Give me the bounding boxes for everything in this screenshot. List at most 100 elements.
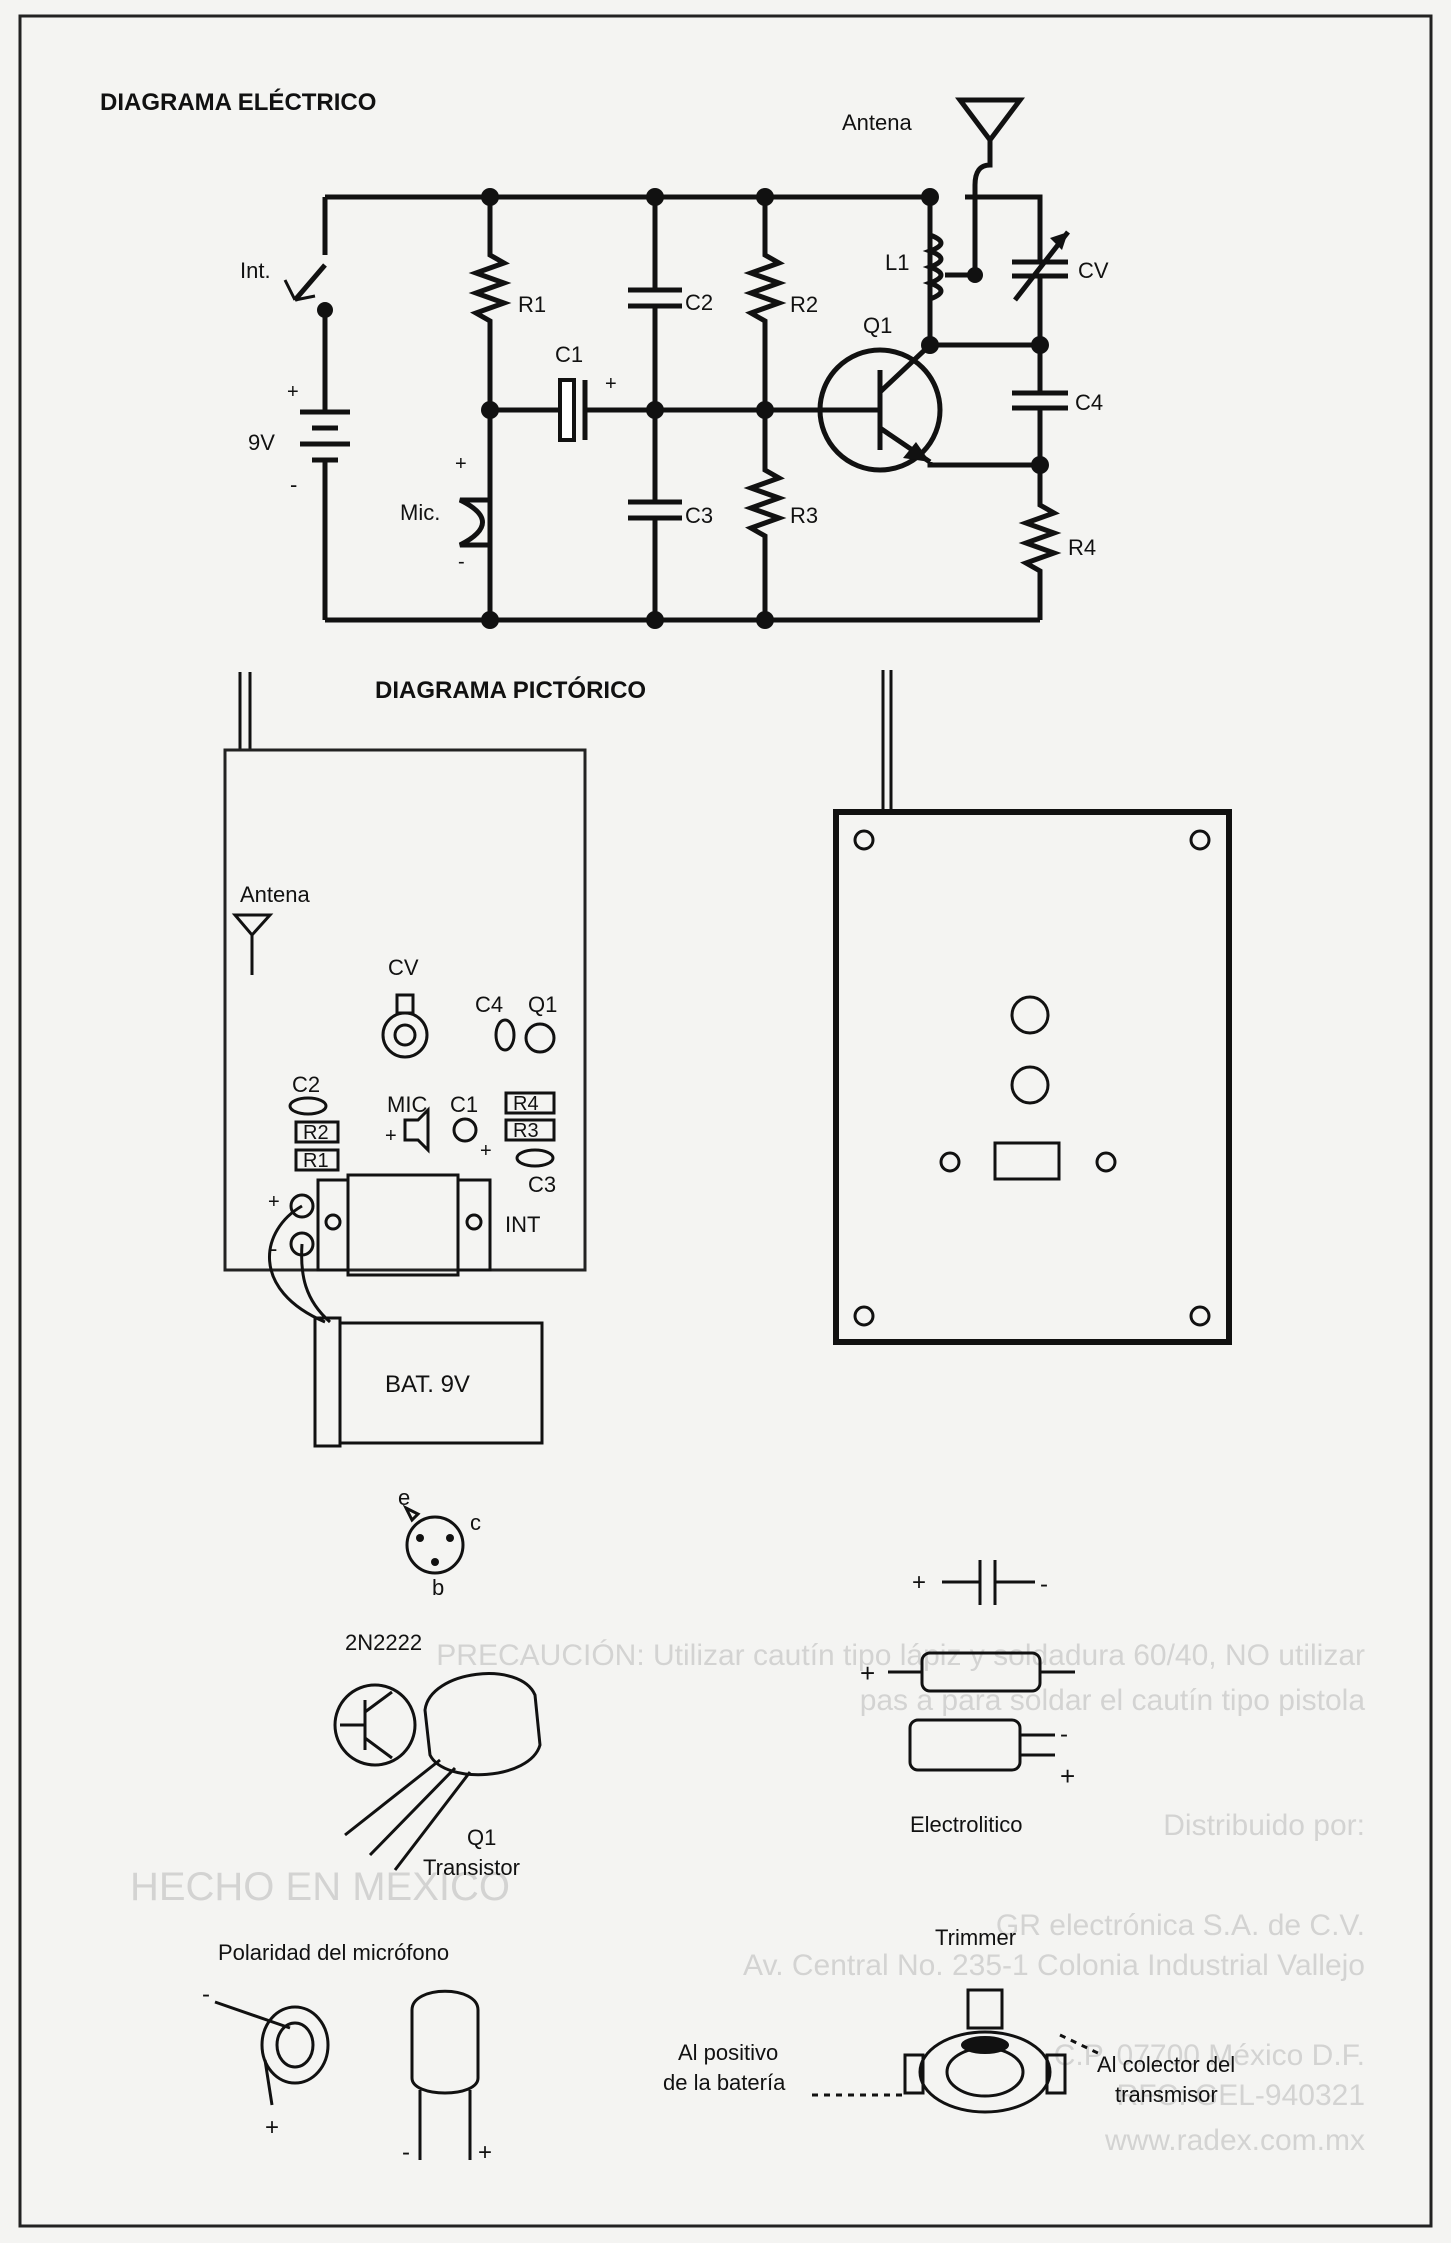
junction-dots: [481, 188, 1049, 629]
antenna-symbol: [955, 97, 1025, 145]
page-border: [18, 14, 1433, 2228]
board-c2: [288, 1096, 328, 1116]
top-rail-right: [965, 194, 1043, 235]
emitter-wire: [927, 462, 1040, 468]
c2-label: C2: [685, 290, 713, 315]
enclosure: [833, 670, 1232, 1345]
cap-radial-plus: +: [1060, 1761, 1075, 1791]
board-c4-label: C4: [475, 992, 503, 1017]
battery-plus: +: [287, 381, 299, 403]
ghost-line-3: Distribuido por:: [1163, 1809, 1365, 1842]
q1-transistor: [817, 347, 943, 473]
electrolytic-caption: Electrolitico: [910, 1812, 1022, 1837]
cap-symbol: [942, 1560, 1035, 1605]
board-cv-label: CV: [388, 955, 419, 980]
board-antenna-label: Antena: [240, 882, 310, 907]
switch-arrow: [283, 279, 316, 302]
transistor-caption-1: Q1: [467, 1825, 496, 1850]
board-terminal-plus: +: [268, 1191, 280, 1213]
board-mic-label: MIC: [387, 1092, 427, 1117]
battery-snap: [313, 1316, 342, 1448]
mic-front-leaders: [214, 2000, 291, 2106]
pinout-tab: [402, 1504, 421, 1523]
board-r4: [504, 1091, 556, 1115]
switch-body-right: [456, 1178, 492, 1272]
trimmer-left-1: Al positivo: [678, 2040, 778, 2065]
trimmer-caption: Trimmer: [935, 1925, 1016, 1950]
cap-axial-body: [920, 1651, 1042, 1693]
board-antenna-symbol: [231, 913, 274, 975]
c3-label: C3: [685, 503, 713, 528]
trimmer-body: [918, 2030, 1052, 2114]
mic-plus: +: [455, 453, 467, 475]
transistor-can: [423, 1672, 542, 1777]
r4-resistor: [1018, 465, 1062, 620]
trimmer-top-tab: [966, 1988, 1004, 2030]
mic-polarity-plus-1: +: [265, 2114, 279, 2141]
switch-body: [346, 1173, 460, 1277]
mic-front: [260, 2005, 330, 2085]
board-r1-label: R1: [303, 1150, 329, 1172]
battery-symbol: [300, 409, 350, 463]
transistor-symbol-lines: [340, 1690, 393, 1760]
board-c3: [515, 1148, 555, 1168]
board-q1: [524, 1022, 556, 1054]
q1-legs: [878, 343, 932, 465]
ghost-line-6: C.P. 07700 México D.F.: [1054, 2039, 1365, 2072]
board-antenna-wire: [238, 672, 252, 750]
board-r3: [504, 1118, 556, 1142]
r3-label: R3: [790, 503, 818, 528]
electrical-heading: DIAGRAMA ELÉCTRICO: [100, 88, 376, 116]
transistor-pinout: e c b 2N2222 Q1 Transistor: [333, 1485, 542, 1880]
board-c2-label: C2: [292, 1072, 320, 1097]
mic-symbol: [458, 497, 493, 548]
c4-label: C4: [1075, 390, 1103, 415]
battery-minus: -: [290, 472, 297, 497]
mic-polarity-caption: Polaridad del micrófono: [218, 1940, 449, 1965]
cap-symbol-minus: -: [1040, 1571, 1048, 1598]
trimmer-left-2: de la batería: [663, 2070, 786, 2095]
trimmer-right-2: transmisor: [1115, 2082, 1218, 2107]
q1-label: Q1: [863, 313, 892, 338]
antenna-label: Antena: [842, 110, 912, 135]
cv-capacitor: [1012, 235, 1068, 345]
trimmer-wiper: [961, 2036, 1009, 2054]
battery-label: 9V: [248, 430, 275, 455]
battery-body: [338, 1321, 544, 1445]
ghost-line-7: RFC: GEL-940321: [1117, 2079, 1365, 2112]
transistor-leads: [344, 1758, 472, 1871]
pictorial-board: Antena CV C4 Q1 C2 MIC C1 R4 R2 + R3 R1 …: [223, 672, 587, 1448]
c1-plate-a: [558, 378, 576, 442]
cv-label: CV: [1078, 258, 1109, 283]
enclosure-switch-slot: [993, 1141, 1061, 1181]
ghost-stamp: HECHO EN MEXICO: [130, 1865, 510, 1909]
trimmer-detail: Trimmer Al positivo de la batería Al col…: [663, 1925, 1235, 2114]
c1-plus: +: [605, 373, 617, 395]
r4-label: R4: [1068, 535, 1096, 560]
trimmer-right-leader: [1059, 2033, 1103, 2057]
board-r2: [294, 1120, 340, 1144]
mic-side-leads: [418, 2090, 472, 2160]
ghost-line-8: www.radex.com.mx: [1104, 2124, 1365, 2157]
board-q1-label: Q1: [528, 992, 557, 1017]
c4-capacitor: [1012, 345, 1068, 465]
transistor-caption-2: Transistor: [423, 1855, 520, 1880]
transistor-model: 2N2222: [345, 1630, 422, 1655]
pictorial-heading: DIAGRAMA PICTÓRICO: [375, 676, 646, 704]
mic-label: Mic.: [400, 500, 440, 525]
pin-e-label: e: [398, 1485, 410, 1510]
cap-symbol-plus: +: [912, 1569, 926, 1596]
pin-c-label: c: [470, 1510, 481, 1535]
board-r3-label: R3: [513, 1120, 539, 1142]
cap-radial-minus: -: [1060, 1721, 1068, 1748]
mic-polarity: Polaridad del micrófono - + - +: [202, 1940, 492, 2166]
schematic: Int. + 9V - R1 Mic. + - C1 + C2 C3 R2 R3…: [240, 97, 1109, 629]
r1-label: R1: [518, 292, 546, 317]
battery-label: BAT. 9V: [385, 1371, 470, 1398]
switch-label: Int.: [240, 258, 271, 283]
cap-axial-plus: +: [860, 1658, 875, 1688]
electrolytic-capacitor: + - + - + Electrolitico: [860, 1560, 1075, 1837]
r1-resistor: [468, 197, 512, 500]
